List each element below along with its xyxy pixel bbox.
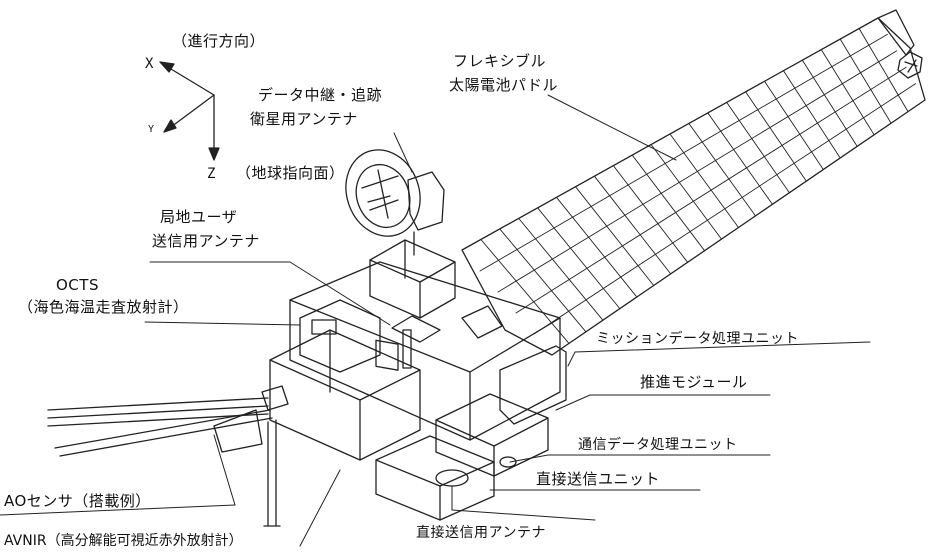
y-axis-label: Y: [148, 124, 155, 135]
solar-paddle: [461, 9, 926, 356]
satellite-bus: [269, 239, 567, 521]
z-axis-label: Z: [207, 166, 216, 182]
leader-lines: [0, 94, 871, 547]
mission-data-unit-label: ミッションデータ処理ユニット: [596, 331, 799, 347]
avnir-label: AVNIR（高分解能可視近赤外放射計）: [4, 533, 243, 549]
ao-sensor-label: AOセンサ（搭載例）: [4, 492, 151, 510]
x-axis-label: X: [145, 56, 154, 72]
propulsion-module-label: 推進モジュール: [640, 373, 748, 391]
local-user-label-1: 局地ユーザ: [160, 208, 238, 226]
relay-antenna-label-1: データ中継・追跡: [258, 86, 383, 104]
earth-facing-label: （地球指向面）: [236, 164, 345, 182]
solar-paddle-label-1: フレキシブル: [453, 52, 547, 70]
direction-of-travel-label: （進行方向）: [172, 32, 266, 50]
solar-paddle-label-2: 太陽電池パドル: [449, 76, 558, 94]
axis-arrows: [159, 61, 220, 161]
direct-tx-unit-label: 直接送信ユニット: [536, 470, 661, 488]
comm-data-unit-label: 通信データ処理ユニット: [578, 437, 738, 453]
relay-antenna: [345, 149, 445, 256]
local-user-label-2: 送信用アンテナ: [152, 232, 260, 250]
relay-antenna-label-2: 衛星用アンテナ: [250, 110, 358, 128]
ao-sensor: [47, 385, 289, 527]
octs-label-1: OCTS: [56, 276, 99, 294]
direct-tx-antenna-label: 直接送信用アンテナ: [416, 525, 546, 541]
octs-label-2: （海色海温走査放射計）: [18, 298, 189, 316]
